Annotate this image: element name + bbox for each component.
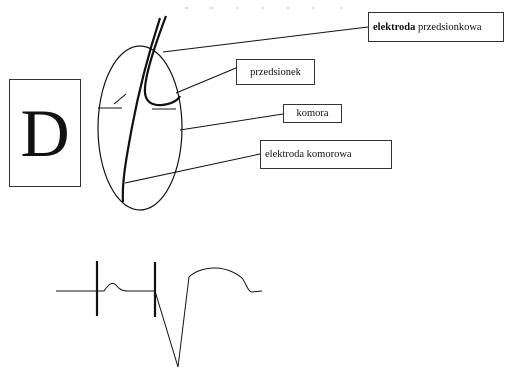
- leader-atrium: [176, 68, 236, 93]
- label-atrial-electrode-bold: elektroda: [373, 22, 415, 33]
- heart-outline: [98, 46, 182, 210]
- atrial-electrode-lead: [145, 16, 180, 105]
- panel-letter: D: [20, 99, 69, 167]
- label-atrial-electrode-rest: przedsionkowa: [415, 22, 481, 33]
- leader-ventricular-electrode: [125, 154, 260, 183]
- label-ventricle: komora: [283, 104, 342, 123]
- atrium-inner-line: [114, 94, 126, 104]
- ecg-trace: [56, 261, 262, 367]
- leader-atrial-electrode: [163, 27, 368, 52]
- label-atrial-electrode: elektroda przedsionkowa: [368, 12, 504, 42]
- panel-letter-box: D: [9, 79, 81, 187]
- label-ventricular-electrode-text: elektroda komorowa: [265, 149, 352, 160]
- ecg-baseline-and-complexes: [56, 268, 262, 367]
- leader-ventricle: [180, 114, 283, 130]
- label-ventricular-electrode: elektroda komorowa: [260, 140, 392, 169]
- label-ventricle-text: komora: [296, 108, 328, 119]
- label-atrium-text: przedsionek: [250, 67, 301, 78]
- label-atrium: przedsionek: [236, 59, 315, 85]
